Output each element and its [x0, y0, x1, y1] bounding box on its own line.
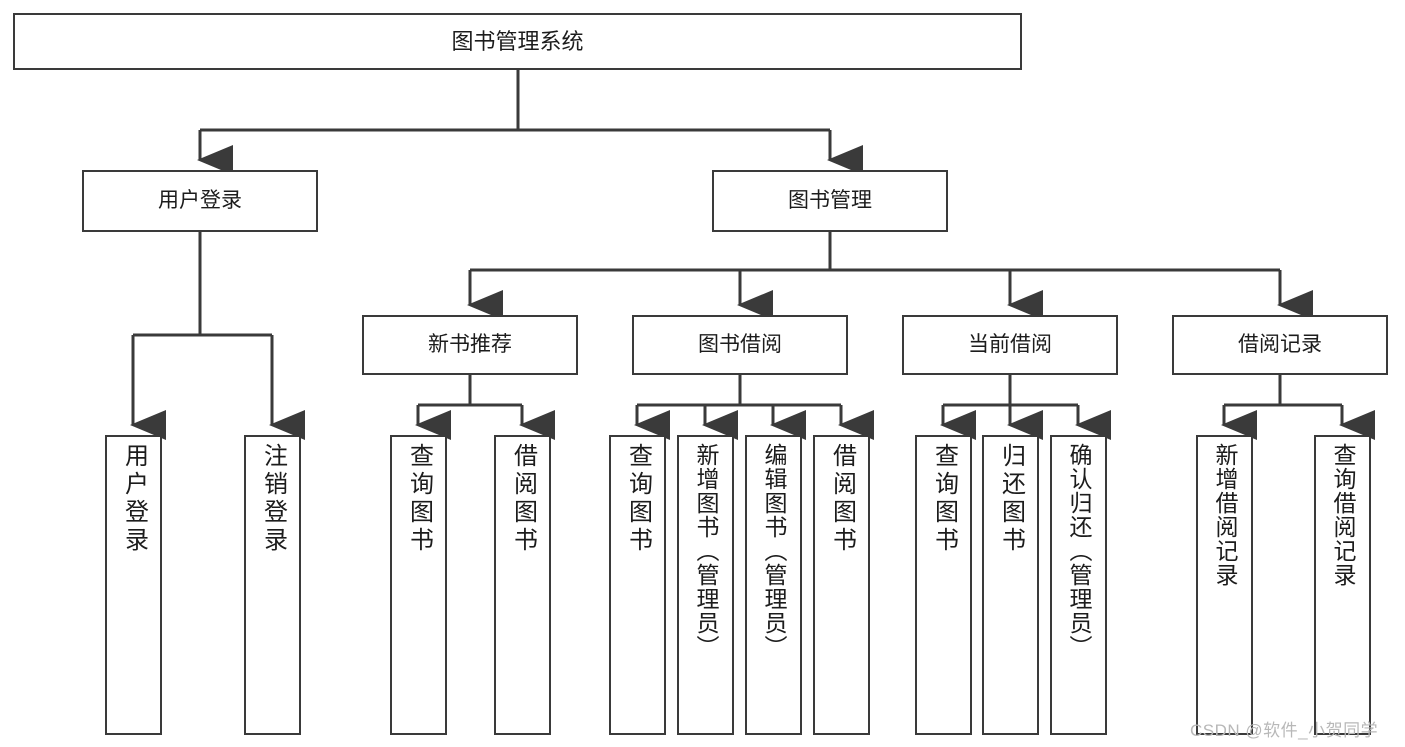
node-leaf-add-record-label: 新增借阅记录 — [1212, 443, 1238, 587]
node-leaf-user-login[interactable]: 用户登录 — [105, 435, 162, 735]
node-leaf-query-record-label: 查询借阅记录 — [1330, 443, 1356, 587]
node-leaf-query-book-1[interactable]: 查询图书 — [390, 435, 447, 735]
node-leaf-borrow-book-2-label: 借阅图书 — [828, 443, 856, 555]
node-leaf-user-login-label: 用户登录 — [120, 443, 148, 555]
node-new-book-recommend-label: 新书推荐 — [428, 332, 512, 356]
node-leaf-add-book[interactable]: 新增图书（管理员） — [677, 435, 734, 735]
node-current-borrow-label: 当前借阅 — [968, 332, 1052, 356]
node-leaf-edit-book[interactable]: 编辑图书（管理员） — [745, 435, 802, 735]
node-leaf-query-book-1-label: 查询图书 — [405, 443, 433, 555]
node-current-borrow[interactable]: 当前借阅 — [902, 315, 1118, 375]
node-leaf-query-book-2[interactable]: 查询图书 — [609, 435, 666, 735]
node-borrow-record-label: 借阅记录 — [1238, 332, 1322, 356]
node-leaf-logout-label: 注销登录 — [259, 443, 287, 555]
node-book-borrow[interactable]: 图书借阅 — [632, 315, 848, 375]
csdn-watermark: CSDN @软件_小贺同学 — [1190, 721, 1379, 740]
node-leaf-return-book[interactable]: 归还图书 — [982, 435, 1039, 735]
node-new-book-recommend[interactable]: 新书推荐 — [362, 315, 578, 375]
node-leaf-borrow-book-1[interactable]: 借阅图书 — [494, 435, 551, 735]
node-root-label: 图书管理系统 — [451, 28, 584, 54]
node-borrow-record[interactable]: 借阅记录 — [1172, 315, 1388, 375]
node-user-login-label: 用户登录 — [158, 188, 242, 212]
node-leaf-confirm-return-label: 确认归还（管理员） — [1066, 443, 1092, 659]
node-leaf-query-book-3-label: 查询图书 — [930, 443, 958, 555]
node-leaf-edit-book-label: 编辑图书（管理员） — [761, 443, 787, 659]
node-leaf-logout[interactable]: 注销登录 — [244, 435, 301, 735]
node-leaf-borrow-book-1-label: 借阅图书 — [509, 443, 537, 555]
node-leaf-query-book-3[interactable]: 查询图书 — [915, 435, 972, 735]
node-leaf-return-book-label: 归还图书 — [997, 443, 1025, 555]
node-user-login[interactable]: 用户登录 — [82, 170, 318, 232]
node-leaf-query-book-2-label: 查询图书 — [624, 443, 652, 555]
node-leaf-add-book-label: 新增图书（管理员） — [693, 443, 719, 659]
node-root[interactable]: 图书管理系统 — [13, 13, 1022, 70]
node-leaf-borrow-book-2[interactable]: 借阅图书 — [813, 435, 870, 735]
node-leaf-query-record[interactable]: 查询借阅记录 — [1314, 435, 1371, 735]
node-leaf-confirm-return[interactable]: 确认归还（管理员） — [1050, 435, 1107, 735]
node-book-management[interactable]: 图书管理 — [712, 170, 948, 232]
node-book-borrow-label: 图书借阅 — [698, 332, 782, 356]
node-leaf-add-record[interactable]: 新增借阅记录 — [1196, 435, 1253, 735]
node-book-management-label: 图书管理 — [788, 188, 872, 212]
